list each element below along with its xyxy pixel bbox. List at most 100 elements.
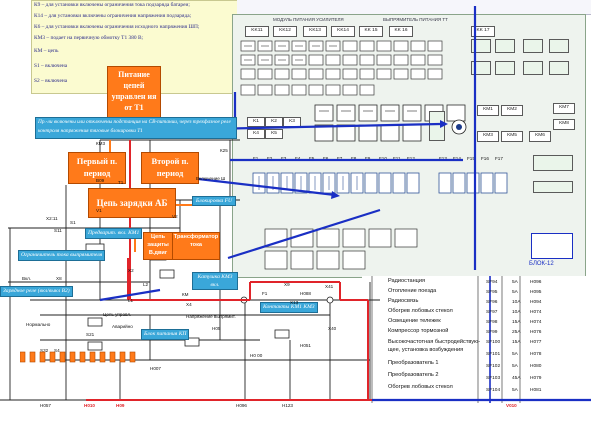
relay-block xyxy=(523,39,543,53)
relay-k5: K5 xyxy=(265,129,283,139)
breaker-rating: 15A xyxy=(512,340,521,345)
label-v2: V2 xyxy=(172,214,178,219)
q4-svg xyxy=(451,119,467,135)
relay-block xyxy=(549,39,569,53)
breaker-sf99: SF99 xyxy=(486,330,498,335)
relay-grid-svg xyxy=(240,40,443,96)
label-s32: S32 xyxy=(40,348,49,353)
wire-number: H074 xyxy=(530,310,542,315)
breaker-rating: 5A xyxy=(512,290,518,295)
label-k25: К25 xyxy=(220,148,228,153)
label-f1: F1 xyxy=(262,291,268,296)
label-l2: L2 xyxy=(143,282,149,287)
wire-number: H094 xyxy=(530,300,542,305)
breaker-sf101: SF101 xyxy=(486,352,501,357)
relay-kk12: KK12 xyxy=(273,26,297,37)
wire-h010: H010 xyxy=(84,403,95,408)
kontaktor-callout: Контакты KM1 KM3 xyxy=(260,302,318,313)
wire-number: H096 xyxy=(530,280,542,285)
function-list: Радиостанция Отопление поезда Радиосвязь… xyxy=(362,276,591,403)
zar-callout: Зарядное реле (вкл/выкл В2) xyxy=(0,286,73,297)
fuse-f10: F10 xyxy=(379,156,387,161)
relay-block xyxy=(549,61,569,75)
list-item: Высокочастотная быстродействую- щее, уст… xyxy=(388,339,481,353)
label-s21: S21 xyxy=(86,332,95,337)
relay-block xyxy=(495,39,515,53)
board-header-left: МОДУЛЬ ПИТАНИЯ УСИЛИТЕЛЯ xyxy=(273,17,344,22)
breaker-sf100: SF100 xyxy=(486,340,501,345)
wire-x9: X9 xyxy=(284,282,290,287)
transformer-callout: Трансформатор тока xyxy=(172,232,220,260)
wire-h088: H088 xyxy=(300,291,311,296)
wire-x40: X40 xyxy=(328,326,337,331)
label-lv: Вкл. xyxy=(22,276,32,281)
bp-callout: Блок питания КП xyxy=(141,329,190,340)
fuse-f5: F5 xyxy=(309,156,315,161)
wire-h09: H09 xyxy=(116,403,125,408)
ogr-callout: Ограничитель тока выпрямителя xyxy=(18,250,106,261)
fuse-f17: F17 xyxy=(495,156,503,161)
contactor-km1: KM1 xyxy=(477,105,499,116)
breaker-sf95: SF95 xyxy=(486,290,498,295)
label-vkl: Включение Ш xyxy=(196,176,226,181)
contactor-km2: KM2 xyxy=(501,105,523,116)
label-avar: Аварийно xyxy=(112,324,133,329)
blpm-module xyxy=(531,233,573,259)
q4-switch xyxy=(449,117,469,142)
contactor-km5: KM5 xyxy=(501,131,523,142)
label-x4: X4 xyxy=(186,302,192,307)
wire-number: H077 xyxy=(530,340,542,345)
fuse-f14: F14 xyxy=(453,156,461,161)
note-line: К14 – для установки включены ограничения… xyxy=(34,13,192,19)
relay-kk14: KK14 xyxy=(331,26,355,37)
relay-k4: K4 xyxy=(247,129,265,139)
board-header-mid: ВЫПРЯМИТЕЛЬ ПИТАНИЯ ТТ xyxy=(383,17,448,22)
fuse-f11: F11 xyxy=(393,156,401,161)
terminal-row xyxy=(20,351,136,363)
label-x13: X13 xyxy=(290,300,299,305)
relay-kk17: KK 17 xyxy=(471,26,495,37)
contactor-km7: KM7 xyxy=(553,103,575,114)
relay-kk13: KK13 xyxy=(303,26,327,37)
wire-number: H078 xyxy=(530,352,542,357)
list-item: Компрессор тормозной xyxy=(388,328,449,334)
relay-block xyxy=(495,61,515,75)
thermo-callout: Цепь защиты В.двиг xyxy=(143,232,173,260)
fuse-f16: F16 xyxy=(481,156,489,161)
wire-h000: H0 00 xyxy=(250,353,263,358)
fuse-f2: F2 xyxy=(267,156,273,161)
list-item: Преобразователь 1 xyxy=(388,360,439,366)
fuse-f12: F12 xyxy=(407,156,415,161)
wire-h051: H051 xyxy=(300,343,311,348)
label-napr: Напряжение выпрямит. xyxy=(186,314,236,319)
wire-h05: H05 xyxy=(212,326,221,331)
breaker-sf102: SF102 xyxy=(486,364,501,369)
wire-number: H080 xyxy=(530,364,542,369)
contactor-svg xyxy=(314,104,466,142)
label-x2: X2 xyxy=(128,268,134,273)
breaker-rating: 10A xyxy=(512,310,521,315)
list-item: Радиосвязь xyxy=(388,298,419,304)
lower-modules xyxy=(263,227,423,271)
second-period-callout: Второй п. период xyxy=(141,152,199,184)
label-s11: S11 xyxy=(54,228,62,233)
wire-h057: H057 xyxy=(40,403,51,408)
breaker-sf98: SF98 xyxy=(486,320,498,325)
wire-x41: X41 xyxy=(325,284,334,289)
note-line: КМ3 – подает на первичную обмотку Т1 380… xyxy=(34,35,144,41)
list-item: Обогрев лобовых стекол xyxy=(388,384,453,390)
relay-kk16: KK 16 xyxy=(389,26,413,37)
breaker-sf94: SF94 xyxy=(486,280,498,285)
wire-h096: H096 xyxy=(236,403,247,408)
breaker-sf97: SF97 xyxy=(486,310,498,315)
label-s1: S1 xyxy=(70,220,76,225)
fuse-f7: F7 xyxy=(337,156,343,161)
breaker-rating: 5A xyxy=(512,364,518,369)
breaker-sf104: SF104 xyxy=(486,388,501,393)
list-item: Обогрев лобовых стекол xyxy=(388,308,453,314)
fuse-f6: F6 xyxy=(323,156,329,161)
label-l1: L1 xyxy=(128,298,134,303)
breaker-rating: 10A xyxy=(512,300,521,305)
wire-number: H079 xyxy=(530,376,542,381)
fuse-f3: F3 xyxy=(281,156,287,161)
